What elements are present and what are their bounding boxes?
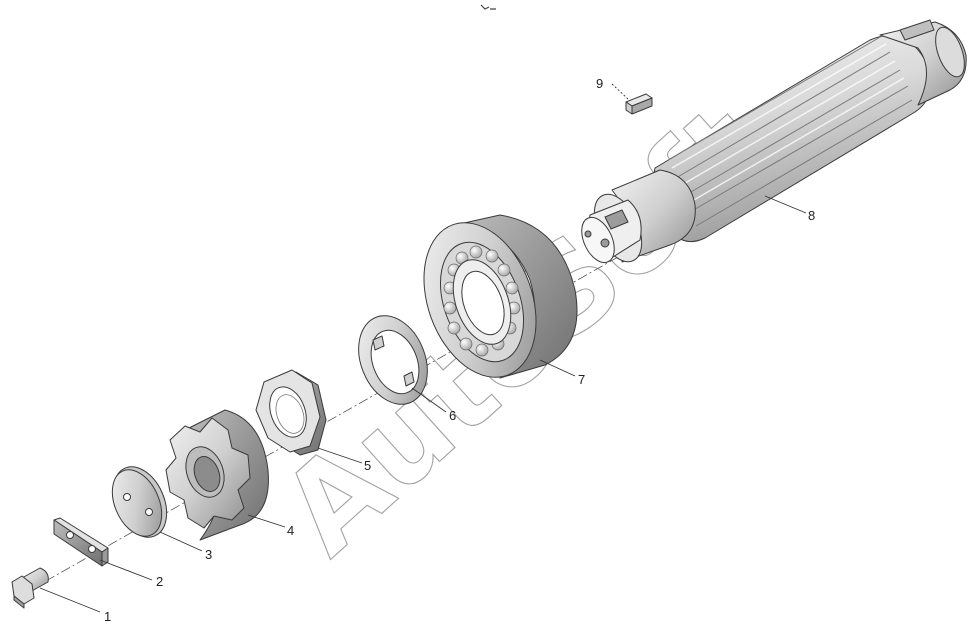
callout-2: 2	[156, 574, 163, 589]
part-7-bearing	[423, 214, 578, 379]
part-5-hex-nut	[255, 369, 327, 456]
callout-3: 3	[205, 547, 212, 562]
part-6-tab-washer	[358, 315, 428, 405]
callout-5: 5	[364, 458, 371, 473]
part-3-washer	[111, 466, 168, 538]
top-mark	[480, 4, 496, 10]
leader-lines	[39, 83, 807, 613]
callout-8: 8	[808, 208, 815, 223]
callout-9: 9	[596, 76, 603, 91]
callout-labels: 1 2 3 4 5 6 7 8 9	[104, 76, 815, 624]
callout-1: 1	[104, 609, 111, 624]
part-9-key	[625, 93, 653, 115]
callout-4: 4	[287, 523, 294, 538]
callout-6: 6	[449, 408, 456, 423]
part-4-castle-coupling	[165, 409, 269, 541]
part-8-shaft	[581, 19, 967, 264]
callout-7: 7	[578, 372, 585, 387]
part-2-lock-plate	[53, 517, 109, 567]
part-1-bolt	[11, 567, 49, 609]
